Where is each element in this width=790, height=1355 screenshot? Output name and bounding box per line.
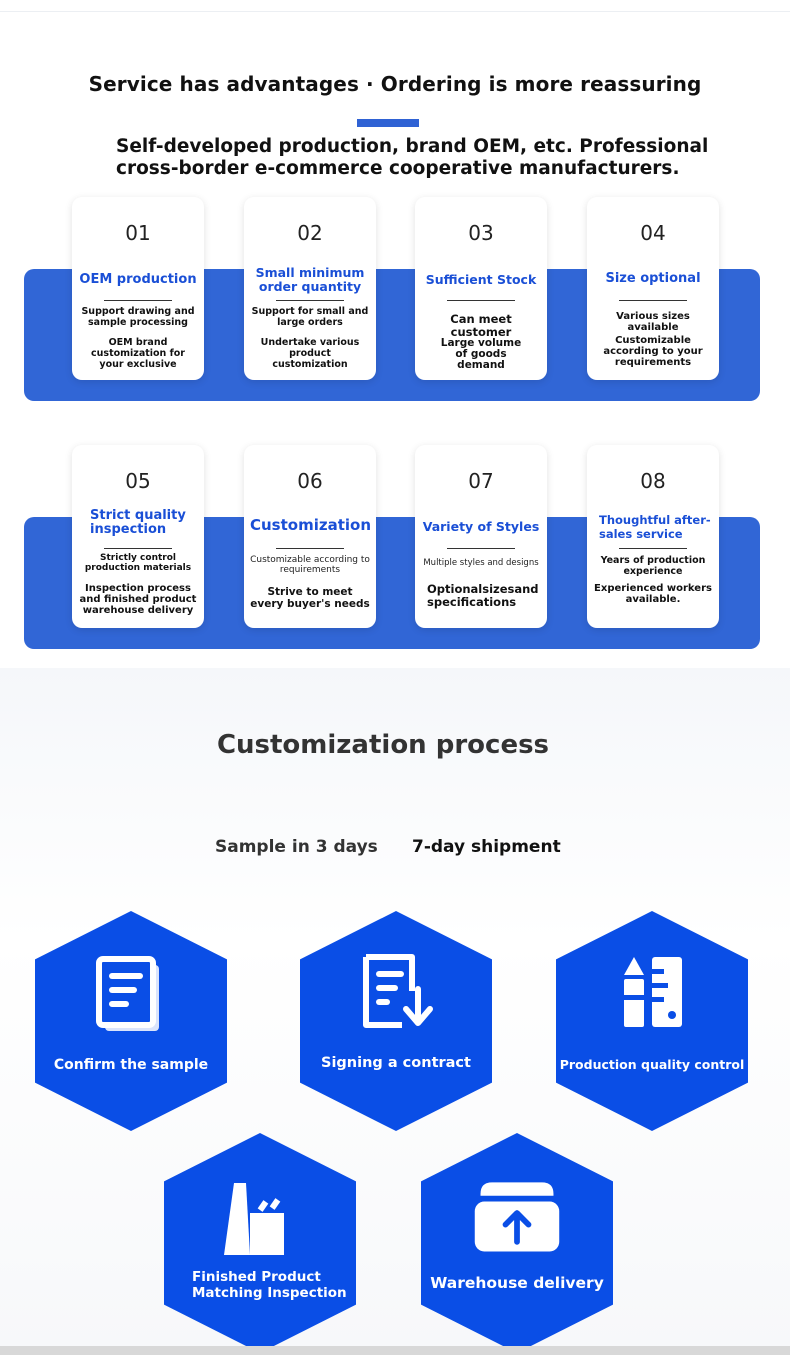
advantage-divider [447,548,515,549]
advantage-number: 02 [297,221,323,245]
advantage-card-03: 03 Sufficient Stock Can meet customer La… [415,197,547,380]
advantage-line-2: OEM brand customization for your exclusi… [91,337,185,370]
document-icon [96,956,159,1031]
advantage-number: 08 [640,469,666,493]
shipment-time-tag: 7-day shipment [412,837,561,857]
pencil-ruler-icon [624,957,682,1027]
advantage-line-1: Support drawing and sample processing [81,306,195,328]
upload-box-icon [474,1182,560,1252]
advantage-card-06: 06 Customization Customizable according … [244,445,376,628]
advantage-line-1: Can meet customer [450,312,512,339]
process-step-warehouse-delivery: Warehouse delivery [421,1133,613,1353]
service-subheadline: Self-developed production, brand OEM, et… [116,136,756,180]
advantage-number: 01 [125,221,151,245]
factory-icon [224,1183,284,1255]
service-headline: Service has advantages · Ordering is mor… [88,72,702,96]
advantage-line-1: Years of production experience [600,555,706,577]
advantage-line-2: Experienced workers available. [594,583,712,605]
advantage-title: Strict quality inspection [90,508,186,537]
process-step-production-quality-control: Production quality control [556,911,748,1131]
accent-bar [357,119,419,127]
advantage-line-1: Strictly control production materials [84,553,192,573]
advantage-line-1: Support for small and large orders [251,306,369,328]
process-step-finished-product-inspection: Finished Product Matching Inspection [164,1133,356,1353]
step-label: Warehouse delivery [430,1274,604,1292]
advantage-number: 07 [468,469,494,493]
subheadline-line-1: Self-developed production, brand OEM, et… [116,136,709,157]
advantage-divider [104,300,172,301]
advantage-line-2: Undertake various product customization [260,337,360,370]
advantage-card-08: 08 Thoughtful after-sales service Years … [587,445,719,628]
advantage-number: 05 [125,469,151,493]
step-label: Confirm the sample [53,1057,209,1073]
advantage-line-2: Large volume of goods demand [440,337,522,371]
step-label: Signing a contract [321,1055,471,1071]
advantage-divider [619,548,687,549]
contract-download-icon [363,954,433,1028]
advantage-title: Customization [250,516,372,534]
advantage-number: 04 [640,221,666,245]
advantage-divider [104,548,172,549]
advantage-card-07: 07 Variety of Styles Multiple styles and… [415,445,547,628]
advantage-line-1: Customizable according to requirements [250,555,370,575]
advantage-number: 03 [468,221,494,245]
advantage-title: Size optional [605,271,701,286]
advantage-title: Small minimum order quantity [255,265,365,294]
advantage-card-04: 04 Size optional Various sizes available… [587,197,719,380]
process-step-confirm-sample: Confirm the sample [35,911,227,1131]
advantage-line-1: Multiple styles and designs [423,558,539,568]
advantage-divider [276,548,344,549]
advantage-line-2: Inspection process and finished product … [79,583,197,616]
advantage-line-2: Customizable according to your requireme… [603,335,703,368]
footer-divider [0,1346,790,1355]
advantage-title: OEM production [79,272,197,287]
advantage-line-2: Strive to meet every buyer's needs [250,586,370,610]
advantage-card-02: 02 Small minimum order quantity Support … [244,197,376,380]
advantage-divider [447,300,515,301]
advantage-title: Sufficient Stock [425,272,537,287]
advantage-divider [619,300,687,301]
subheadline-line-2: cross-border e-commerce cooperative manu… [116,158,680,179]
top-divider [0,11,790,12]
step-label: Production quality control [559,1057,745,1072]
process-title: Customization process [216,730,550,760]
advantage-card-05: 05 Strict quality inspection Strictly co… [72,445,204,628]
sample-time-tag: Sample in 3 days [215,837,378,857]
step-label: Finished Product Matching Inspection [192,1269,347,1301]
advantage-title: Variety of Styles [422,519,540,534]
advantage-line-2: Optionalsizesand specifications [427,582,539,609]
process-step-signing-contract: Signing a contract [300,911,492,1131]
advantage-card-01: 01 OEM production Support drawing and sa… [72,197,204,380]
advantage-title: Thoughtful after-sales service [599,513,711,541]
advantage-divider [276,300,344,301]
advantage-number: 06 [297,469,323,493]
advantage-line-1: Various sizes available [616,311,690,333]
